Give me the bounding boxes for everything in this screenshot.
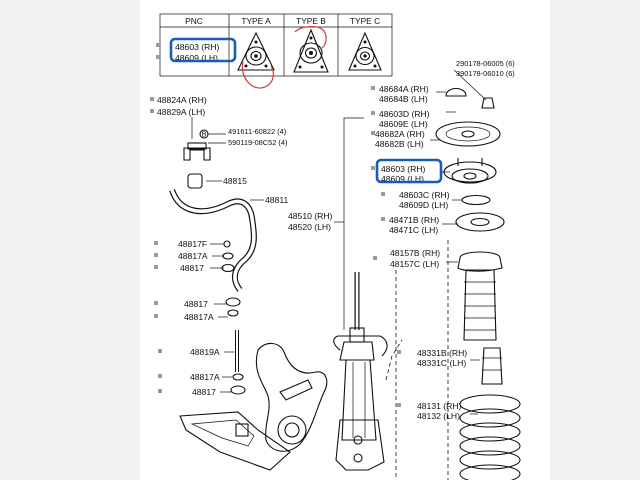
label-48603c: 48603C (RH) bbox=[399, 190, 450, 200]
label-48684b: 48684B (LH) bbox=[379, 94, 428, 104]
label-590119: 590119-08C52 (4) bbox=[228, 138, 287, 147]
label-48609-lh: 48609 (LH) bbox=[381, 174, 424, 184]
label-48684a: 48684A (RH) bbox=[379, 84, 429, 94]
highlight-box-diagram bbox=[375, 158, 443, 184]
spring-insulator bbox=[457, 251, 503, 272]
label-48815: 48815 bbox=[223, 176, 247, 186]
label-390178: 390178-06010 (6) bbox=[456, 69, 515, 78]
label-48811: 48811 bbox=[265, 195, 288, 205]
label-48520: 48520 (LH) bbox=[288, 222, 331, 232]
parts-diagram-sheet: PNC TYPE A TYPE B TYPE C 48603 (RH) 4860… bbox=[140, 0, 550, 480]
label-48157b: 48157B (RH) bbox=[390, 248, 440, 258]
label-48471c: 48471C (LH) bbox=[389, 225, 438, 235]
label-48682a: 48682A (RH) bbox=[375, 129, 425, 139]
highlight-box-table bbox=[169, 37, 237, 63]
lower-control-arm bbox=[179, 411, 291, 471]
label-48817-3: 48817 bbox=[192, 387, 216, 397]
coil-spring bbox=[459, 394, 521, 480]
mount-nut bbox=[481, 97, 495, 109]
stabilizer-labels: 48824A (RH) 48829A (LH) 491611-60822 (4)… bbox=[150, 95, 288, 292]
label-48603d: 48603D (RH) bbox=[379, 109, 430, 119]
table-pnc-lh: 48609 (LH) bbox=[175, 53, 218, 63]
label-48131: 48131 (RH) bbox=[417, 401, 462, 411]
table-pnc-rh: 48603 (RH) bbox=[175, 42, 220, 52]
label-48817-2: 48817 bbox=[184, 299, 208, 309]
type-c-mount-icon bbox=[348, 31, 382, 71]
label-48609e: 48609E (LH) bbox=[379, 119, 428, 129]
label-48510: 48510 (RH) bbox=[288, 211, 333, 221]
label-48132: 48132 (LH) bbox=[417, 411, 460, 421]
spring-seat bbox=[455, 212, 505, 232]
right-margin bbox=[550, 0, 640, 480]
label-48824a: 48824A (RH) bbox=[157, 95, 207, 105]
strut-assembly: 48510 (RH) 48520 (LH) bbox=[288, 117, 403, 471]
table-header-type-a: TYPE A bbox=[241, 16, 271, 26]
left-margin bbox=[0, 0, 140, 480]
table-header-pnc: PNC bbox=[185, 16, 203, 26]
red-annotation-arc bbox=[294, 26, 327, 49]
right-column-labels: 290178-06005 (6) 390178-06010 (6) 48684A… bbox=[371, 59, 521, 480]
mount-plate bbox=[435, 121, 501, 147]
table-header-type-b: TYPE B bbox=[296, 16, 326, 26]
label-48603-rh: 48603 (RH) bbox=[381, 164, 426, 174]
strut-body bbox=[341, 359, 377, 441]
svg-text:B: B bbox=[202, 130, 207, 139]
label-48817a-3: 48817A bbox=[190, 372, 220, 382]
label-48157c: 48157C (LH) bbox=[390, 259, 439, 269]
label-48829a: 48829A (LH) bbox=[157, 107, 205, 117]
steering-knuckle bbox=[255, 342, 328, 452]
label-48471b: 48471B (RH) bbox=[389, 215, 439, 225]
label-48817f: 48817F bbox=[178, 239, 207, 249]
type-a-mount-icon bbox=[237, 31, 275, 71]
bearing bbox=[461, 194, 491, 206]
label-491611: 491611-60822 (4) bbox=[228, 127, 286, 136]
label-48609d: 48609D (LH) bbox=[399, 200, 448, 210]
type-b-mount-icon bbox=[293, 28, 329, 73]
type-table: PNC TYPE A TYPE B TYPE C 48603 (RH) 4860… bbox=[156, 13, 393, 89]
link-labels: 48817F 48817A 48817 48817 48817A 48819A … bbox=[154, 239, 246, 397]
label-48817a-1: 48817A bbox=[178, 251, 208, 261]
strut-mount bbox=[443, 161, 497, 183]
label-290178: 290178-06005 (6) bbox=[456, 59, 515, 68]
label-48331c: 48331C (LH) bbox=[417, 358, 466, 368]
bump-stop bbox=[481, 347, 503, 385]
label-48819a: 48819A bbox=[190, 347, 220, 357]
red-annotation-loop bbox=[241, 61, 274, 89]
label-48331b: 48331B (RH) bbox=[417, 348, 467, 358]
stabilizer-bushing bbox=[187, 173, 203, 189]
mount-cap bbox=[445, 87, 467, 97]
parts-diagram: PNC TYPE A TYPE B TYPE C 48603 (RH) 4860… bbox=[150, 13, 521, 480]
label-48682b: 48682B (LH) bbox=[375, 139, 424, 149]
table-header-type-c: TYPE C bbox=[350, 16, 380, 26]
dust-boot bbox=[463, 269, 497, 341]
label-48817-1: 48817 bbox=[180, 263, 204, 273]
label-48817a-2: 48817A bbox=[184, 312, 214, 322]
